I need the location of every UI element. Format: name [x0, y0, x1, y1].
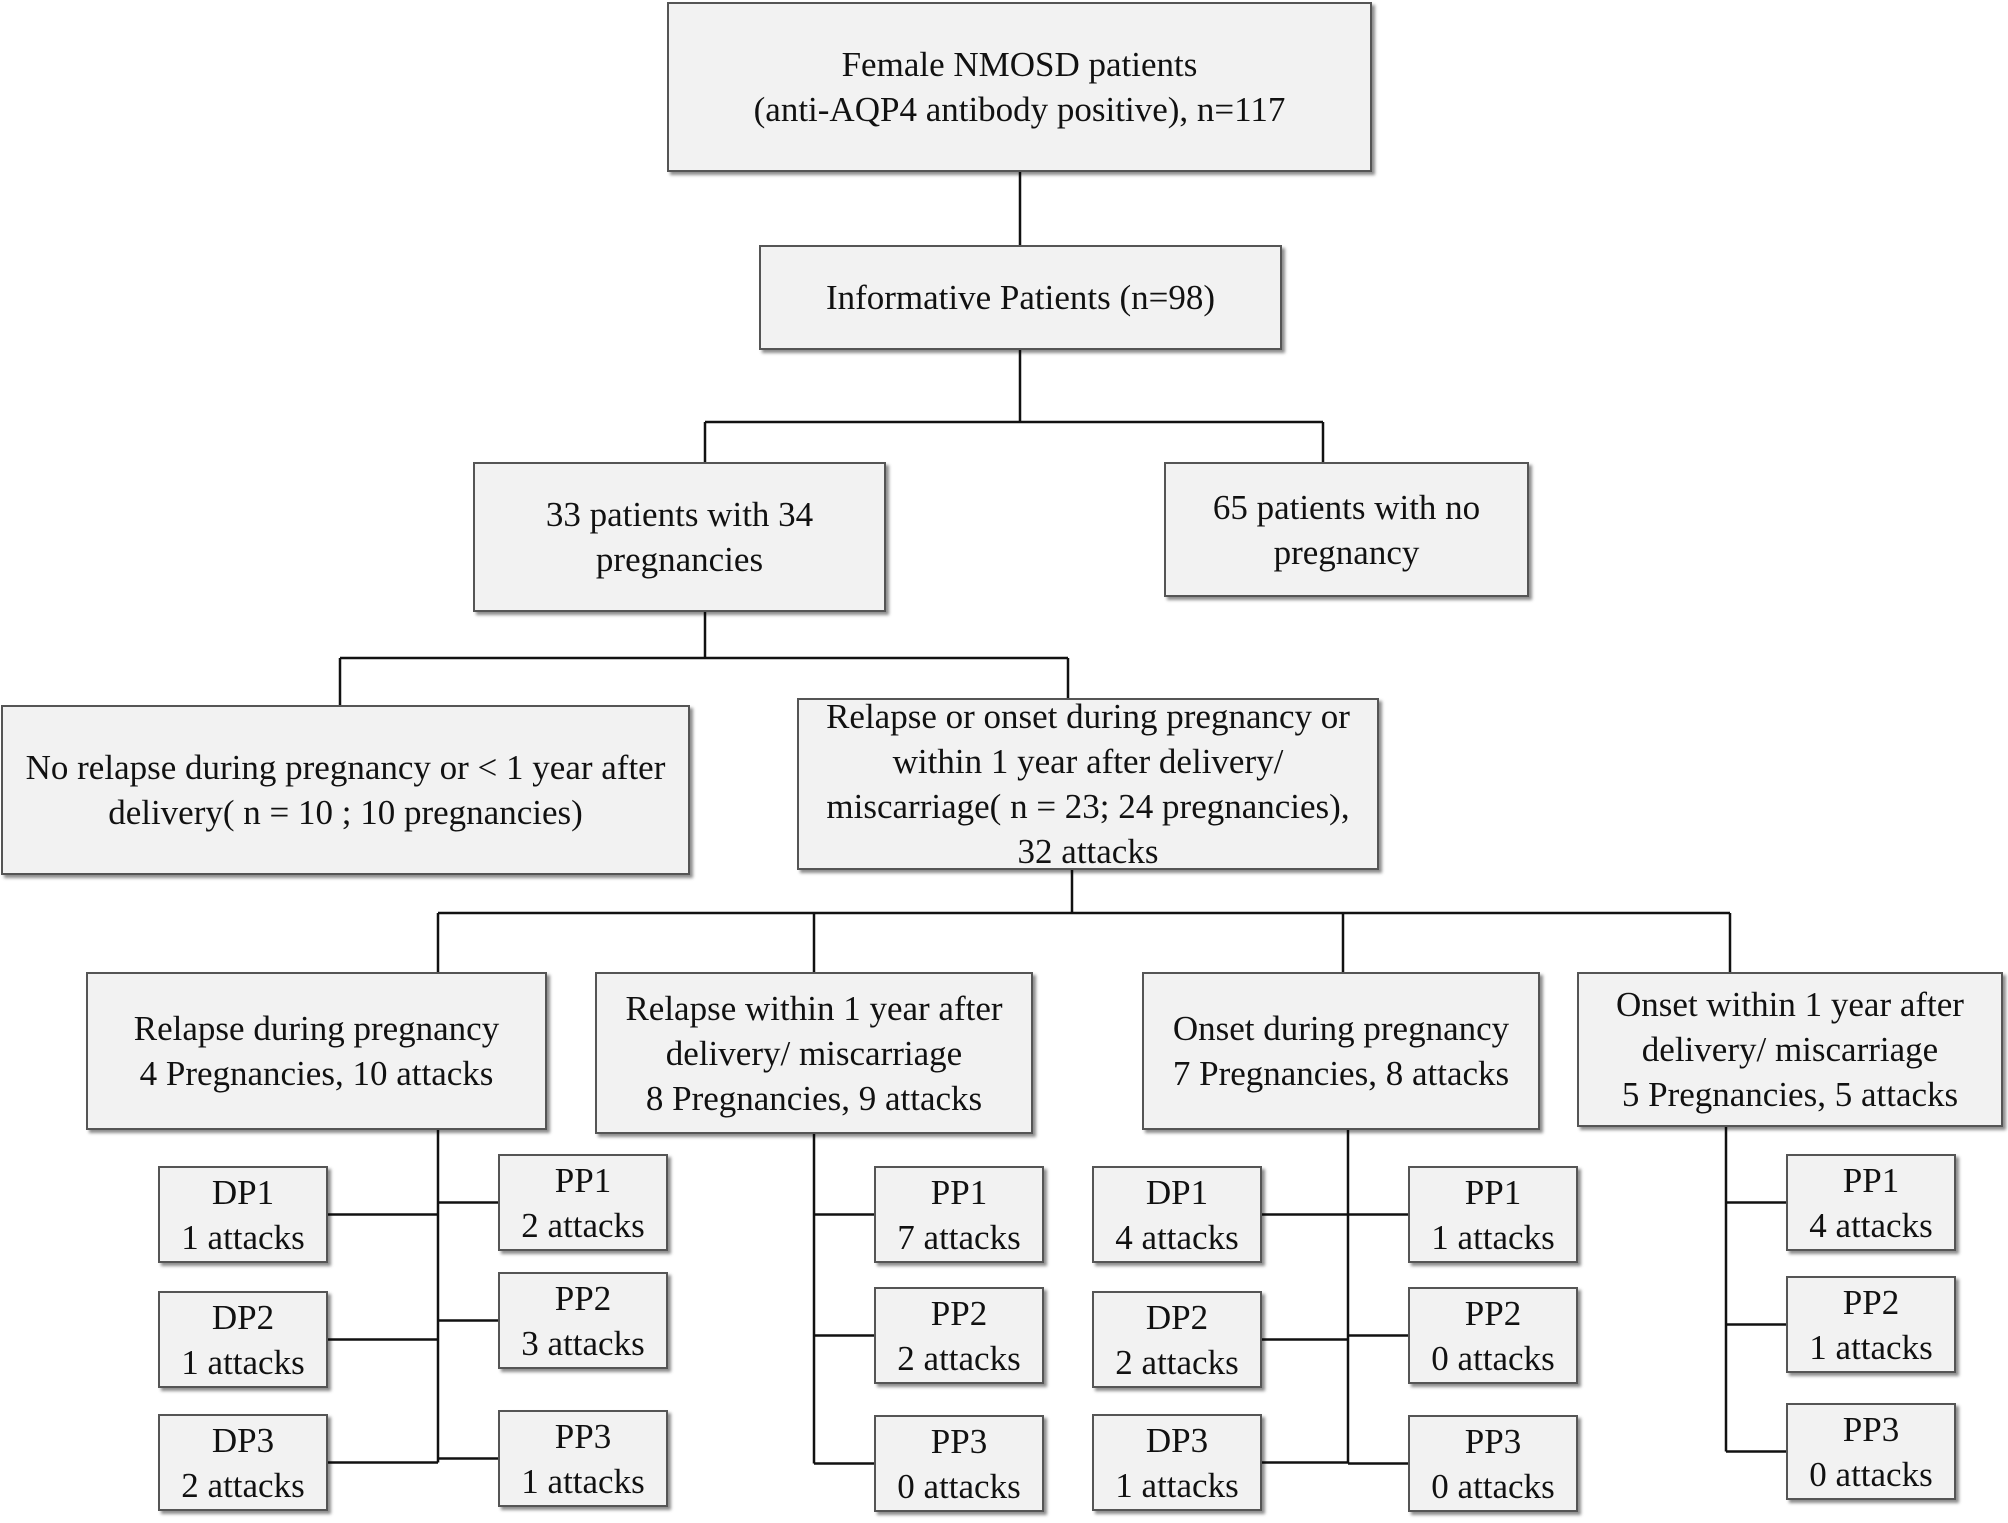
group-3-dp2-box: DP2 2 attacks: [1092, 1291, 1262, 1388]
group-1-pp1-box-line-2: 2 attacks: [521, 1205, 645, 1245]
relapse-onset-box: Relapse or onset during pregnancy or with…: [797, 697, 1379, 871]
no-pregnancy-box-line-2: pregnancy: [1273, 532, 1420, 572]
group-2-box-line-3: 8 Pregnancies, 9 attacks: [645, 1078, 983, 1118]
group-3-pp1-box-line-2: 1 attacks: [1431, 1217, 1555, 1257]
group-3-dp2-box-line-1: DP2: [1145, 1297, 1209, 1337]
group-3-dp1-box-line-1: DP1: [1145, 1172, 1209, 1212]
group-1-pp1-box-line-1: PP1: [554, 1160, 612, 1200]
pregnant-box-line-2: pregnancies: [595, 540, 764, 579]
group-3-dp3-box: DP3 1 attacks: [1092, 1414, 1262, 1511]
group-3-pp2-box: PP2 0 attacks: [1408, 1287, 1578, 1384]
group-2-pp3-box-line-2: 0 attacks: [897, 1466, 1021, 1506]
group-2-pp2-box-line-2: 2 attacks: [897, 1338, 1021, 1378]
relapse-onset-box-line-1: Relapse or onset during pregnancy or: [826, 697, 1350, 736]
group-3-box: Onset during pregnancy 7 Pregnancies, 8 a…: [1142, 972, 1540, 1130]
group-1-pp2-box-line-1: PP2: [554, 1278, 612, 1318]
group-4-pp3-box-line-2: 0 attacks: [1809, 1454, 1933, 1494]
relapse-onset-box-line-3: miscarriage( n = 23; 24 pregnancies),: [826, 787, 1350, 826]
group-3-dp1-box: DP1 4 attacks: [1092, 1166, 1262, 1263]
group-1-dp2-box-line-2: 1 attacks: [181, 1342, 305, 1382]
group-4-pp3-box: PP3 0 attacks: [1786, 1403, 1956, 1500]
relapse-onset-box-line-4: 32 attacks: [1017, 832, 1159, 871]
top-box-line-2: (anti-AQP4 antibody positive), n=117: [753, 90, 1286, 129]
informative-box: Informative Patients (n=98): [759, 245, 1282, 350]
group-4-pp1-box-line-2: 4 attacks: [1809, 1205, 1933, 1245]
group-3-dp1-box-line-2: 4 attacks: [1115, 1217, 1239, 1257]
group-2-box-line-1: Relapse within 1 year after: [625, 988, 1003, 1028]
group-1-pp1-box: PP1 2 attacks: [498, 1154, 668, 1251]
group-1-dp1-box: DP1 1 attacks: [158, 1166, 328, 1263]
group-2-pp3-box-line-1: PP3: [930, 1421, 988, 1461]
group-1-pp3-box-line-1: PP3: [554, 1416, 612, 1456]
group-4-box: Onset within 1 year after delivery/ misca…: [1577, 972, 2003, 1127]
group-1-box: Relapse during pregnancy 4 Pregnancies, 1…: [86, 972, 547, 1130]
group-1-box-line-2: 4 Pregnancies, 10 attacks: [139, 1054, 494, 1093]
group-4-pp1-box: PP1 4 attacks: [1786, 1154, 1956, 1251]
group-1-pp2-box: PP2 3 attacks: [498, 1272, 668, 1369]
group-3-pp2-box-line-1: PP2: [1464, 1293, 1522, 1333]
group-2-pp1-box: PP1 7 attacks: [874, 1166, 1044, 1263]
group-3-box-line-2: 7 Pregnancies, 8 attacks: [1172, 1054, 1510, 1093]
group-2-pp2-box: PP2 2 attacks: [874, 1287, 1044, 1384]
group-3-pp3-box: PP3 0 attacks: [1408, 1415, 1578, 1512]
no-relapse-box-line-2: delivery( n = 10 ; 10 pregnancies): [108, 793, 583, 832]
group-4-pp2-box: PP2 1 attacks: [1786, 1276, 1956, 1373]
group-4-pp2-box-line-1: PP2: [1842, 1282, 1900, 1322]
relapse-onset-box-line-2: within 1 year after delivery/: [892, 742, 1284, 781]
group-4-pp3-box-line-1: PP3: [1842, 1409, 1900, 1449]
group-3-box-line-1: Onset during pregnancy: [1172, 1009, 1510, 1048]
group-4-box-line-1: Onset within 1 year after: [1616, 985, 1964, 1024]
group-3-pp1-box: PP1 1 attacks: [1408, 1166, 1578, 1263]
group-1-pp3-box: PP3 1 attacks: [498, 1410, 668, 1507]
no-pregnancy-box-line-1: 65 patients with no: [1212, 487, 1481, 527]
group-3-dp3-box-line-2: 1 attacks: [1115, 1465, 1239, 1505]
group-4-box-line-2: delivery/ miscarriage: [1641, 1030, 1939, 1069]
group-4-pp2-box-line-2: 1 attacks: [1809, 1327, 1933, 1367]
top-box: Female NMOSD patients (anti-AQP4 antibody…: [667, 2, 1372, 172]
group-2-box: Relapse within 1 year after delivery/ mis…: [595, 972, 1033, 1134]
group-4-box-line-3: 5 Pregnancies, 5 attacks: [1621, 1075, 1959, 1114]
no-relapse-box: No relapse during pregnancy or < 1 year …: [1, 705, 690, 875]
group-1-dp3-box-line-2: 2 attacks: [181, 1465, 305, 1505]
group-1-box-line-1: Relapse during pregnancy: [133, 1009, 500, 1048]
pregnant-box-line-1: 33 patients with 34: [545, 495, 814, 534]
group-2-pp1-box-line-1: PP1: [930, 1172, 988, 1212]
group-1-pp3-box-line-2: 1 attacks: [521, 1461, 645, 1501]
group-2-pp1-box-line-2: 7 attacks: [897, 1217, 1021, 1257]
group-3-pp1-box-line-1: PP1: [1464, 1172, 1522, 1212]
group-2-pp3-box: PP3 0 attacks: [874, 1415, 1044, 1512]
group-1-dp2-box: DP2 1 attacks: [158, 1291, 328, 1388]
group-4-pp1-box-line-1: PP1: [1842, 1160, 1900, 1200]
group-1-dp3-box-line-1: DP3: [211, 1420, 275, 1460]
group-3-pp2-box-line-2: 0 attacks: [1431, 1338, 1555, 1378]
informative-box-line-1: Informative Patients (n=98): [825, 278, 1216, 317]
group-1-dp2-box-line-1: DP2: [211, 1297, 275, 1337]
group-1-pp2-box-line-2: 3 attacks: [521, 1323, 645, 1363]
group-1-dp1-box-line-1: DP1: [211, 1172, 275, 1212]
pregnant-box: 33 patients with 34 pregnancies: [473, 462, 886, 612]
group-1-dp1-box-line-2: 1 attacks: [181, 1217, 305, 1257]
group-3-pp3-box-line-2: 0 attacks: [1431, 1466, 1555, 1506]
group-3-dp2-box-line-2: 2 attacks: [1115, 1342, 1239, 1382]
group-1-dp3-box: DP3 2 attacks: [158, 1414, 328, 1511]
no-pregnancy-box: 65 patients with no pregnancy: [1164, 462, 1529, 597]
group-3-dp3-box-line-1: DP3: [1145, 1420, 1209, 1460]
top-box-line-1: Female NMOSD patients: [841, 45, 1198, 84]
group-2-box-line-2: delivery/ miscarriage: [665, 1033, 963, 1073]
group-2-pp2-box-line-1: PP2: [930, 1293, 988, 1333]
group-3-pp3-box-line-1: PP3: [1464, 1421, 1522, 1461]
no-relapse-box-line-1: No relapse during pregnancy or < 1 year …: [25, 748, 666, 787]
